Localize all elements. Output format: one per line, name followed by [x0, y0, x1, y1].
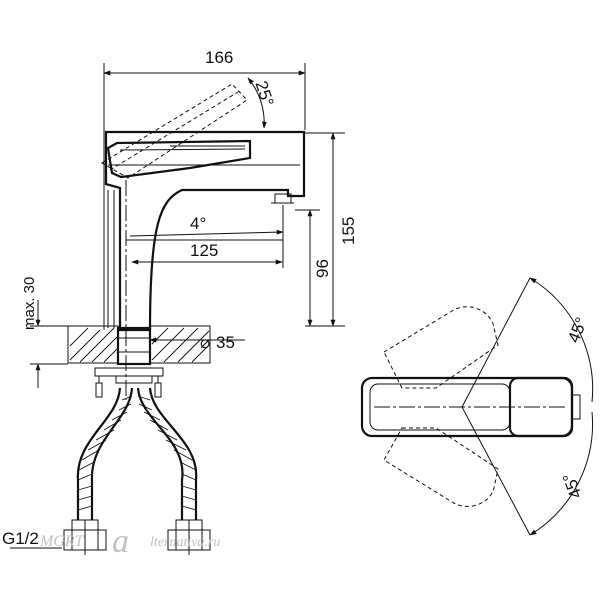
label-rotation-top: 45°: [564, 315, 591, 346]
spout-height-dimension: [295, 209, 320, 327]
width-dimension: [103, 63, 306, 180]
faucet-side-view: [10, 63, 345, 555]
label-lever-angle: 25°: [251, 78, 277, 108]
flexible-hoses: [63, 387, 211, 555]
rotation-line-bottom: [461, 406, 531, 536]
total-height-dimension: [305, 132, 345, 327]
watermark-left: MGRT: [39, 533, 85, 550]
watermark: MGRT a lternativa.ru: [39, 523, 220, 560]
rotation-arc-top: [529, 277, 594, 403]
max-thickness-dimension: [30, 300, 68, 388]
lever: [106, 139, 252, 179]
label-reach-125: 125: [190, 241, 218, 260]
rotation-line-top: [461, 277, 531, 408]
label-max-30: max. 30: [21, 277, 38, 330]
label-height-155: 155: [339, 217, 358, 245]
rotated-lever-top: [383, 306, 499, 389]
label-hole-35: 35: [216, 333, 235, 352]
rotated-lever-bottom: [383, 427, 499, 507]
lever-angle-dimension: [247, 77, 267, 129]
countertop-section: [67, 325, 211, 366]
mounting-kit: [94, 367, 164, 398]
rotation-arc-bottom: [529, 411, 594, 536]
raised-lever-outline: [101, 83, 248, 179]
watermark-logo: a: [112, 523, 129, 560]
label-height-96: 96: [313, 259, 332, 278]
label-width-166: 166: [205, 48, 233, 67]
faucet-top-view: [360, 277, 594, 536]
lever-top-view: [360, 376, 581, 438]
label-thread-g12: G1/2: [2, 529, 39, 548]
spout-angle-dimension: [126, 205, 284, 268]
watermark-right: lternativa.ru: [150, 535, 220, 550]
label-diameter-symbol: ⌀: [200, 333, 210, 352]
label-spout-angle: 4°: [190, 214, 206, 233]
body-inner-lines: [107, 190, 115, 328]
